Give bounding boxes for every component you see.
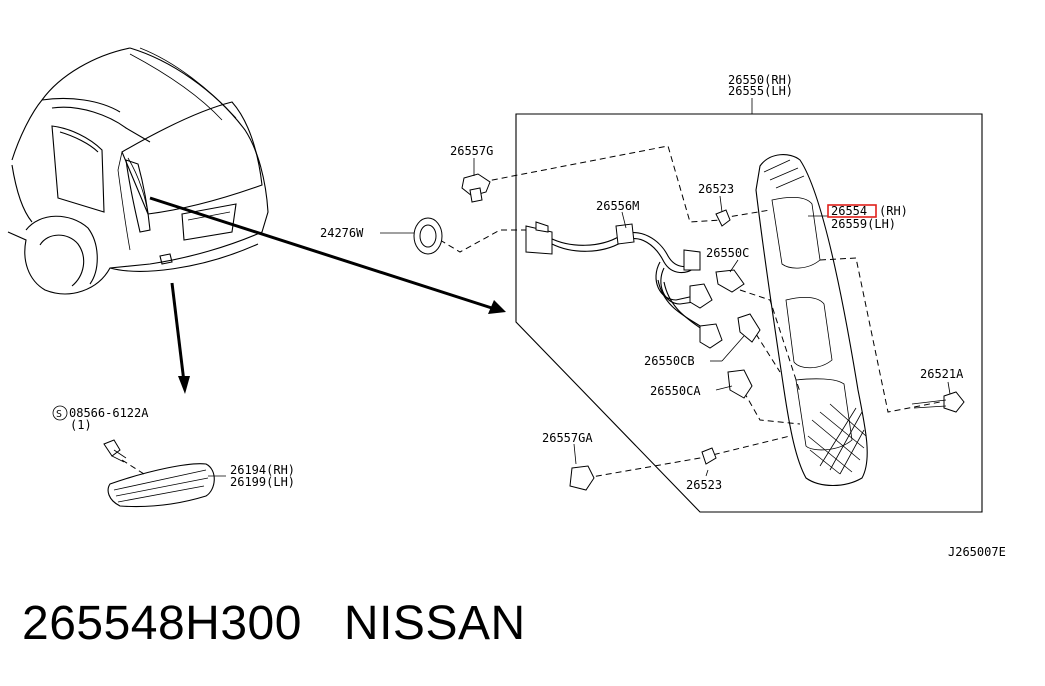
label-26557g: 26557G xyxy=(450,144,493,158)
label-26550ca: 26550CA xyxy=(650,384,701,398)
drawing-reference: J265007E xyxy=(948,545,1006,559)
label-26523-top: 26523 xyxy=(698,182,734,196)
label-26554-rh: (RH) xyxy=(879,204,908,218)
label-leaders xyxy=(208,158,951,477)
label-screw-symbol: S xyxy=(56,409,62,420)
label-26550c: 26550C xyxy=(706,246,749,260)
label-26554: 26554 xyxy=(831,204,867,218)
highlight-box xyxy=(827,204,877,218)
reflector-lamp xyxy=(52,405,215,508)
label-24276w: 24276W xyxy=(320,226,364,240)
assembly-frame xyxy=(515,98,983,513)
leader-lines xyxy=(439,145,941,479)
label-26194-rh: 26194(RH) xyxy=(230,463,295,477)
wiring-harness xyxy=(525,221,723,349)
label-26550-rh: 26550(RH) xyxy=(728,73,793,87)
label-26556m: 26556M xyxy=(596,199,639,213)
brand-name: NISSAN xyxy=(343,597,526,650)
label-26555-lh: 26555(LH) xyxy=(728,84,793,98)
label-26550cb: 26550CB xyxy=(644,354,695,368)
part-number: 265548H300 xyxy=(22,597,302,650)
small-parts xyxy=(413,173,965,491)
label-26521a: 26521A xyxy=(920,367,964,381)
label-26559-lh: 26559(LH) xyxy=(831,217,896,231)
label-screw-code: 08566-6122A xyxy=(69,406,149,420)
caption: 265548H300 NISSAN xyxy=(22,596,526,651)
label-26523-bottom: 26523 xyxy=(686,478,722,492)
rear-lamp-lens xyxy=(755,154,868,487)
label-screw-qty: (1) xyxy=(70,418,92,432)
label-26557ga: 26557GA xyxy=(542,431,593,445)
vehicle-outline xyxy=(7,47,269,295)
label-26199-lh: 26199(LH) xyxy=(230,475,295,489)
direction-arrows xyxy=(149,196,506,394)
